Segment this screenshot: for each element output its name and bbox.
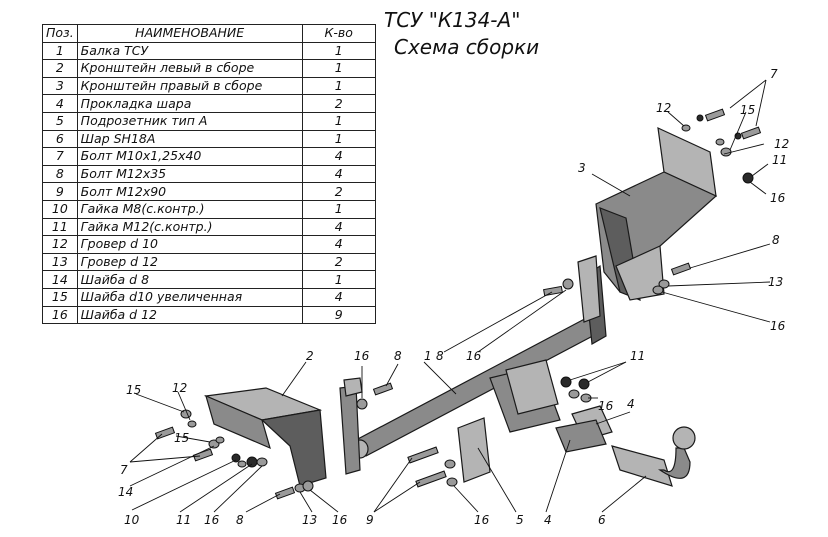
row-quantity: 9 bbox=[301, 305, 376, 325]
callout-8d: 8 bbox=[236, 513, 244, 527]
callout-4b: 4 bbox=[544, 513, 552, 527]
row-name: Шайба d10 увеличенная bbox=[76, 287, 303, 307]
callout-7: 7 bbox=[770, 67, 778, 81]
callout-15: 15 bbox=[740, 103, 755, 117]
leader-lines bbox=[129, 79, 771, 513]
callout-15c: 15 bbox=[174, 431, 189, 445]
callout-4: 4 bbox=[627, 397, 635, 411]
callout-13: 13 bbox=[768, 275, 783, 289]
callout-16: 16 bbox=[770, 191, 786, 205]
callout-16e: 16 bbox=[598, 399, 614, 413]
row-name: Гайка М12(с.контр.) bbox=[76, 217, 303, 237]
callout-12b: 12 bbox=[172, 381, 187, 395]
callout-12c: 12 bbox=[774, 137, 789, 151]
callout-16f: 16 bbox=[204, 513, 220, 527]
callout-10: 10 bbox=[124, 513, 140, 527]
beam-part bbox=[339, 255, 607, 475]
fasteners bbox=[154, 108, 762, 500]
bracket-right bbox=[595, 126, 718, 301]
callout-16h: 16 bbox=[474, 513, 490, 527]
diagram-title: ТСУ "К134-А" bbox=[384, 8, 521, 32]
row-position: 14 bbox=[42, 270, 78, 289]
callout-9: 9 bbox=[366, 513, 374, 527]
row-quantity: 1 bbox=[301, 199, 376, 219]
tow-ball bbox=[611, 426, 696, 487]
socket-plate bbox=[457, 417, 491, 483]
callout-5: 5 bbox=[516, 513, 524, 527]
callout-7b: 7 bbox=[120, 463, 128, 477]
callout-8b: 8 bbox=[436, 349, 444, 363]
callout-16d: 16 bbox=[354, 349, 370, 363]
callout-13b: 13 bbox=[302, 513, 317, 527]
callout-15b: 15 bbox=[126, 383, 141, 397]
callout-16g: 16 bbox=[332, 513, 348, 527]
callout-3: 3 bbox=[578, 161, 586, 175]
diagram-subtitle: Схема сборки bbox=[394, 35, 540, 59]
callout-8: 8 bbox=[772, 233, 780, 247]
callout-6: 6 bbox=[598, 513, 606, 527]
callout-14: 14 bbox=[118, 485, 133, 499]
callout-1: 1 bbox=[424, 349, 432, 363]
row-name: Гровер d 12 bbox=[76, 252, 303, 272]
header-position: Поз. bbox=[42, 24, 78, 43]
callout-16b: 16 bbox=[770, 319, 786, 333]
ball-spacers bbox=[555, 405, 613, 453]
callout-2: 2 bbox=[306, 349, 314, 363]
callout-labels: 1 2 3 4 4 5 6 7 7 8 8 8 8 9 10 11 11 11 … bbox=[118, 67, 789, 527]
row-quantity: 1 bbox=[301, 59, 376, 78]
row-position: 10 bbox=[42, 199, 78, 219]
row-name: Шайба d 12 bbox=[76, 305, 303, 325]
callout-16c: 16 bbox=[466, 349, 482, 363]
bracket-left bbox=[203, 387, 327, 487]
callout-11c: 11 bbox=[176, 513, 191, 527]
callout-8c: 8 bbox=[394, 349, 402, 363]
callout-11b: 11 bbox=[630, 349, 645, 363]
callout-12: 12 bbox=[656, 101, 671, 115]
callout-11: 11 bbox=[772, 153, 787, 167]
